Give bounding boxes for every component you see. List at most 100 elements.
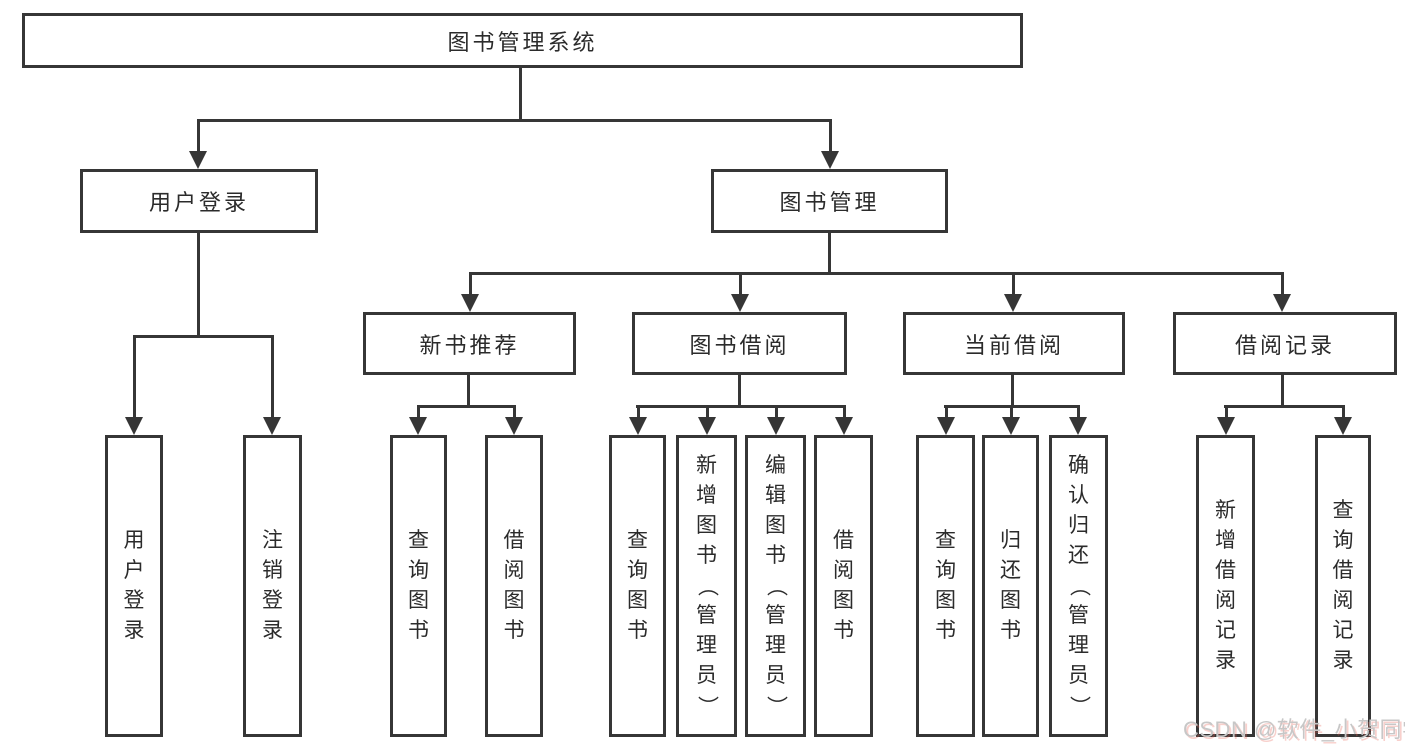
leaf-add-books-admin-label: 新增图书（管理员） [696, 451, 719, 721]
csdn-watermark: CSDN @软件_小贺同学 [1183, 717, 1405, 742]
leaf-query-books-current-label: 查询图书 [935, 526, 956, 646]
leaf-add-borrow-record-label: 新增借阅记录 [1215, 496, 1236, 676]
vertical-char: 还 [1068, 544, 1089, 567]
vertical-char: 管 [1068, 604, 1089, 627]
vertical-char: 销 [262, 559, 283, 582]
arrowhead-icon [1217, 417, 1235, 435]
vertical-char: 员 [1068, 664, 1089, 687]
vertical-char: 理 [765, 634, 786, 657]
connector-arrow [835, 405, 853, 435]
vertical-char: 阅 [503, 559, 525, 582]
node-book-management-label: 图书管理 [779, 190, 880, 215]
leaf-query-books-recommend-label: 查询图书 [408, 526, 429, 646]
vertical-char: 询 [935, 559, 956, 582]
vertical-char: 书 [765, 544, 786, 567]
vertical-char: 询 [408, 559, 429, 582]
leaf-confirm-return-admin-label: 确认归还（管理员） [1068, 451, 1091, 721]
vertical-char: （ [695, 575, 719, 597]
arrow-stem [636, 405, 640, 421]
arrow-stem [842, 405, 846, 421]
leaf-add-books-admin: 新增图书（管理员） [676, 435, 737, 737]
connector-arrow [767, 405, 785, 435]
vertical-char: 录 [262, 619, 283, 642]
connector-arrow [1069, 405, 1087, 435]
arrow-stem [468, 272, 472, 298]
node-root: 图书管理系统 [22, 13, 1023, 68]
vertical-char: 确 [1068, 454, 1089, 477]
vertical-char: 查 [627, 529, 648, 552]
connector-arrow [1217, 405, 1235, 435]
vertical-char: 登 [262, 589, 283, 612]
vertical-char: 增 [696, 484, 717, 507]
leaf-confirm-return-admin: 确认归还（管理员） [1049, 435, 1108, 737]
arrow-stem [1076, 405, 1080, 421]
vertical-char: 理 [696, 634, 717, 657]
connector-line [197, 231, 200, 338]
vertical-char: 录 [123, 619, 145, 642]
arrowhead-icon [461, 294, 479, 312]
vertical-char: 书 [408, 619, 429, 642]
vertical-char: 书 [833, 619, 854, 642]
leaf-logout: 注销登录 [243, 435, 302, 737]
connector-arrow [505, 405, 523, 435]
node-new-book-recommend-label: 新书推荐 [419, 332, 520, 358]
arrowhead-icon [1334, 417, 1352, 435]
node-book-borrowing-label: 图书借阅 [689, 332, 790, 358]
arrowhead-icon [1069, 417, 1087, 435]
leaf-add-borrow-record: 新增借阅记录 [1196, 435, 1255, 737]
leaf-return-books-label: 归还图书 [1000, 526, 1021, 646]
vertical-char: 辑 [765, 484, 786, 507]
arrowhead-icon [698, 417, 716, 435]
arrow-stem [196, 119, 200, 155]
vertical-char: 阅 [1332, 589, 1354, 612]
vertical-char: 图 [935, 589, 956, 612]
vertical-char: 图 [696, 514, 717, 537]
vertical-char: 增 [1215, 529, 1236, 552]
leaf-logout-label: 注销登录 [262, 526, 283, 646]
leaf-return-books: 归还图书 [982, 435, 1039, 737]
vertical-char: 管 [765, 604, 786, 627]
arrow-stem [1341, 405, 1345, 421]
vertical-char: 图 [627, 589, 648, 612]
vertical-char: （ [1067, 575, 1091, 597]
arrow-stem [774, 405, 778, 421]
leaf-query-books-recommend: 查询图书 [390, 435, 447, 737]
connector-line [738, 373, 741, 407]
vertical-char: 图 [833, 589, 854, 612]
vertical-char: 查 [1332, 499, 1354, 522]
connector-arrow [1004, 272, 1022, 312]
arrow-stem [1280, 272, 1284, 298]
connector-arrow [731, 272, 749, 312]
connector-line [1011, 373, 1014, 407]
arrow-stem [705, 405, 709, 421]
leaf-query-books-current: 查询图书 [916, 435, 975, 737]
node-user-login-label: 用户登录 [148, 190, 249, 215]
node-borrowing-records: 借阅记录 [1173, 312, 1397, 375]
node-borrowing-records-label: 借阅记录 [1234, 332, 1335, 358]
leaf-query-books-borrowing: 查询图书 [609, 435, 666, 737]
arrowhead-icon [937, 417, 955, 435]
node-current-borrowing-label: 当前借阅 [963, 332, 1064, 358]
node-new-book-recommend: 新书推荐 [363, 312, 576, 375]
vertical-char: 书 [1000, 619, 1021, 642]
vertical-char: 归 [1068, 514, 1089, 537]
vertical-char: 员 [696, 664, 717, 687]
vertical-char: 员 [765, 664, 786, 687]
node-book-borrowing: 图书借阅 [632, 312, 847, 375]
connector-arrow [1002, 405, 1020, 435]
arrow-stem [1224, 405, 1228, 421]
connector-line [519, 66, 522, 121]
arrowhead-icon [409, 417, 427, 435]
vertical-char: 录 [1332, 649, 1354, 672]
vertical-char: 图 [503, 589, 525, 612]
arrow-stem [828, 119, 832, 155]
vertical-char: 理 [1068, 634, 1089, 657]
leaf-query-borrow-record: 查询借阅记录 [1315, 435, 1371, 737]
connector-line [197, 119, 831, 122]
vertical-char: 用 [123, 529, 145, 552]
arrow-stem [944, 405, 948, 421]
arrow-stem [1011, 272, 1015, 298]
vertical-char: 借 [503, 529, 525, 552]
arrowhead-icon [1002, 417, 1020, 435]
connector-arrow [1334, 405, 1352, 435]
